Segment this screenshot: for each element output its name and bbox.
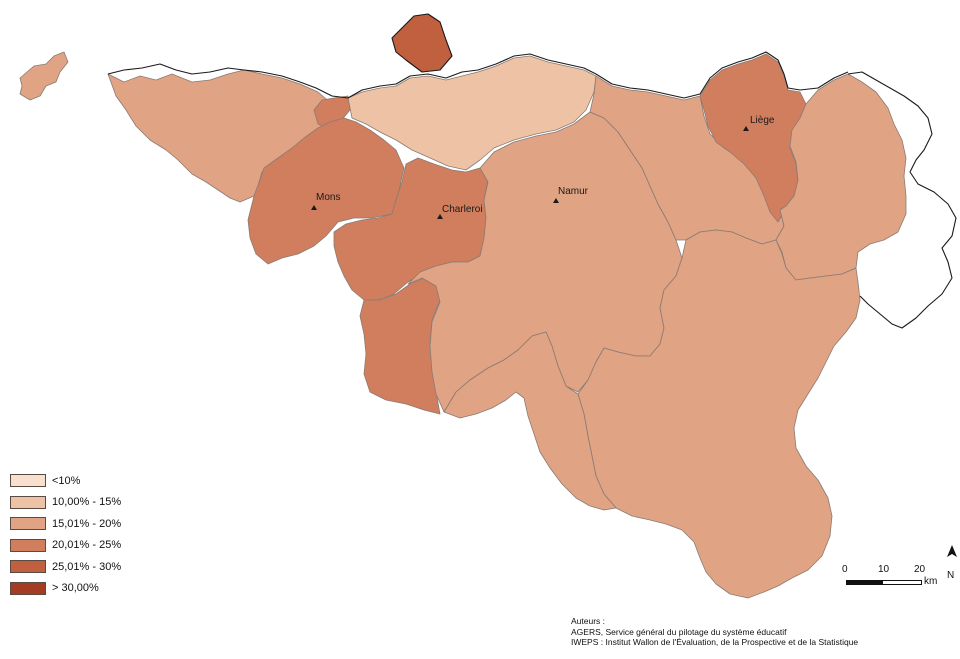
region-luxembourg xyxy=(577,229,861,599)
legend-swatch xyxy=(10,581,46,595)
credits-line: AGERS, Service général du pilotage du sy… xyxy=(571,626,787,637)
city-marker-icon xyxy=(553,198,559,203)
city-label: Liège xyxy=(750,115,775,126)
legend-label: 25,01% - 30% xyxy=(52,560,122,573)
map-credits: Auteurs : AGERS, Service général du pilo… xyxy=(571,616,858,648)
city-namur: Namur xyxy=(553,186,589,203)
scale-segment-black xyxy=(846,580,882,585)
city-label: Namur xyxy=(558,186,589,197)
national-border-east xyxy=(847,71,957,329)
city-charleroi: Charleroi xyxy=(437,204,483,219)
legend-label: > 30,00% xyxy=(52,582,99,595)
city-label: Mons xyxy=(316,192,340,203)
legend-item: 10,00% - 15% xyxy=(10,492,170,514)
region-dinant xyxy=(443,331,617,511)
legend-item: 20,01% - 25% xyxy=(10,535,170,557)
legend-item: <10% xyxy=(10,470,170,492)
national-border-north xyxy=(107,51,849,99)
map-legend: <10% 10,00% - 15% 15,01% - 20% 20,01% - … xyxy=(10,470,170,599)
region-enclave-north xyxy=(391,13,453,73)
city-marker-icon xyxy=(311,205,317,210)
scale-segment-white xyxy=(882,580,922,585)
scale-tick-label: 10 xyxy=(878,564,890,575)
north-arrow: N xyxy=(946,545,958,581)
region-liege xyxy=(699,53,807,223)
legend-swatch xyxy=(10,538,46,552)
credits-line: IWEPS : Institut Wallon de l'Évaluation,… xyxy=(571,637,859,647)
legend-label: 20,01% - 25% xyxy=(52,539,122,552)
region-comines xyxy=(19,51,69,101)
region-mons xyxy=(247,117,405,265)
city-marker-icon xyxy=(437,214,443,219)
city-liege: Liège xyxy=(743,115,775,131)
city-marker-icon xyxy=(743,126,749,131)
legend-swatch xyxy=(10,560,46,574)
scale-bar: 0 10 20 km xyxy=(842,564,952,594)
scale-tick-label: 0 xyxy=(842,564,848,575)
scale-tick-label: 20 xyxy=(914,564,926,575)
legend-label: 15,01% - 20% xyxy=(52,517,122,530)
enclave-border-north xyxy=(391,13,453,73)
legend-item: 25,01% - 30% xyxy=(10,556,170,578)
city-mons: Mons xyxy=(311,192,340,210)
legend-swatch xyxy=(10,474,46,488)
north-label: N xyxy=(947,570,955,581)
legend-label: <10% xyxy=(52,474,81,487)
legend-swatch xyxy=(10,495,46,509)
legend-item: > 30,00% xyxy=(10,578,170,600)
scale-unit: km xyxy=(924,576,938,587)
city-label: Charleroi xyxy=(442,204,483,215)
legend-swatch xyxy=(10,517,46,531)
credits-heading: Auteurs : xyxy=(571,616,606,626)
legend-item: 15,01% - 20% xyxy=(10,513,170,535)
legend-label: 10,00% - 15% xyxy=(52,496,122,509)
north-arrow-icon xyxy=(947,545,957,557)
